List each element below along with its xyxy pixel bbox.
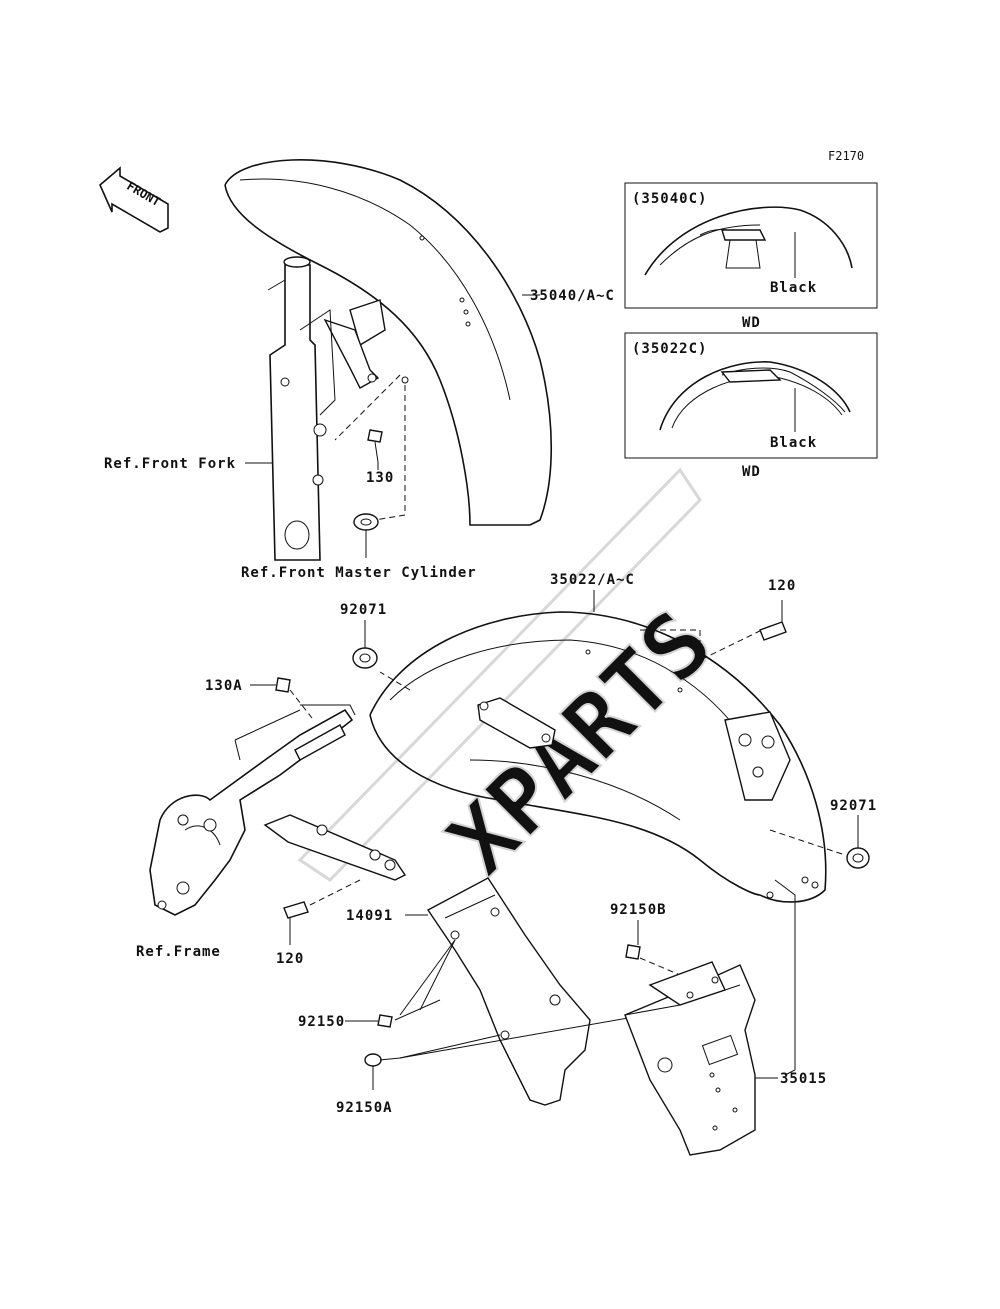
license-bracket-35015 xyxy=(624,879,796,1156)
callout-130: 130 xyxy=(366,470,394,486)
callout-120-bottom: 120 xyxy=(276,951,304,967)
callout-92150a: 92150A xyxy=(336,1100,393,1116)
grommet-92071-right xyxy=(846,815,870,869)
inset-35040c-note: Black xyxy=(770,280,817,296)
rear-fender xyxy=(369,590,846,903)
inset-35022c-note: Black xyxy=(770,435,817,451)
bolt-92150b xyxy=(625,920,681,976)
grommet-92071-left xyxy=(352,620,378,669)
master-cylinder-clamp xyxy=(353,513,379,558)
watermark-text: XPARTS xyxy=(428,591,732,895)
front-arrow-icon: FRONT xyxy=(99,166,169,233)
callout-92150b: 92150B xyxy=(610,902,667,918)
front-fender xyxy=(224,159,552,526)
callout-14091: 14091 xyxy=(346,908,393,924)
inset-35040c-code: (35040C) xyxy=(632,191,707,207)
callout-92150: 92150 xyxy=(298,1014,345,1030)
bolt-130 xyxy=(367,429,383,470)
inset-35040c: (35040C) Black xyxy=(624,182,878,309)
bolt-120-top xyxy=(759,600,787,641)
figure-code: F2170 xyxy=(828,149,864,163)
ref-front-fork: Ref.Front Fork xyxy=(104,456,236,472)
ref-frame: Ref.Frame xyxy=(136,944,221,960)
bolt-130a xyxy=(250,677,313,719)
ref-front-master-cylinder: Ref.Front Master Cylinder xyxy=(241,565,477,581)
callout-92071-right: 92071 xyxy=(830,798,877,814)
mud-flap-14091 xyxy=(399,877,591,1106)
front-arrow-label: FRONT xyxy=(124,179,162,209)
callout-130a: 130A xyxy=(205,678,243,694)
frame xyxy=(149,704,407,916)
watermark-logo: XPARTS xyxy=(297,467,734,896)
callout-35015: 35015 xyxy=(780,1071,827,1087)
callout-35022: 35022/A~C xyxy=(550,572,635,588)
bolt-120-bottom xyxy=(283,879,361,945)
front-fork xyxy=(245,256,336,561)
inset-35040c-caption: WD xyxy=(742,315,761,331)
inset-35022c-caption: WD xyxy=(742,464,761,480)
inset-35022c: (35022C) Black xyxy=(624,332,878,459)
callout-92071-left: 92071 xyxy=(340,602,387,618)
inset-35022c-code: (35022C) xyxy=(632,341,707,357)
bolt-92150a xyxy=(364,1014,646,1090)
callout-35040: 35040/A~C xyxy=(530,288,615,304)
callout-120-top: 120 xyxy=(768,578,796,594)
bolt-92150 xyxy=(345,999,441,1028)
